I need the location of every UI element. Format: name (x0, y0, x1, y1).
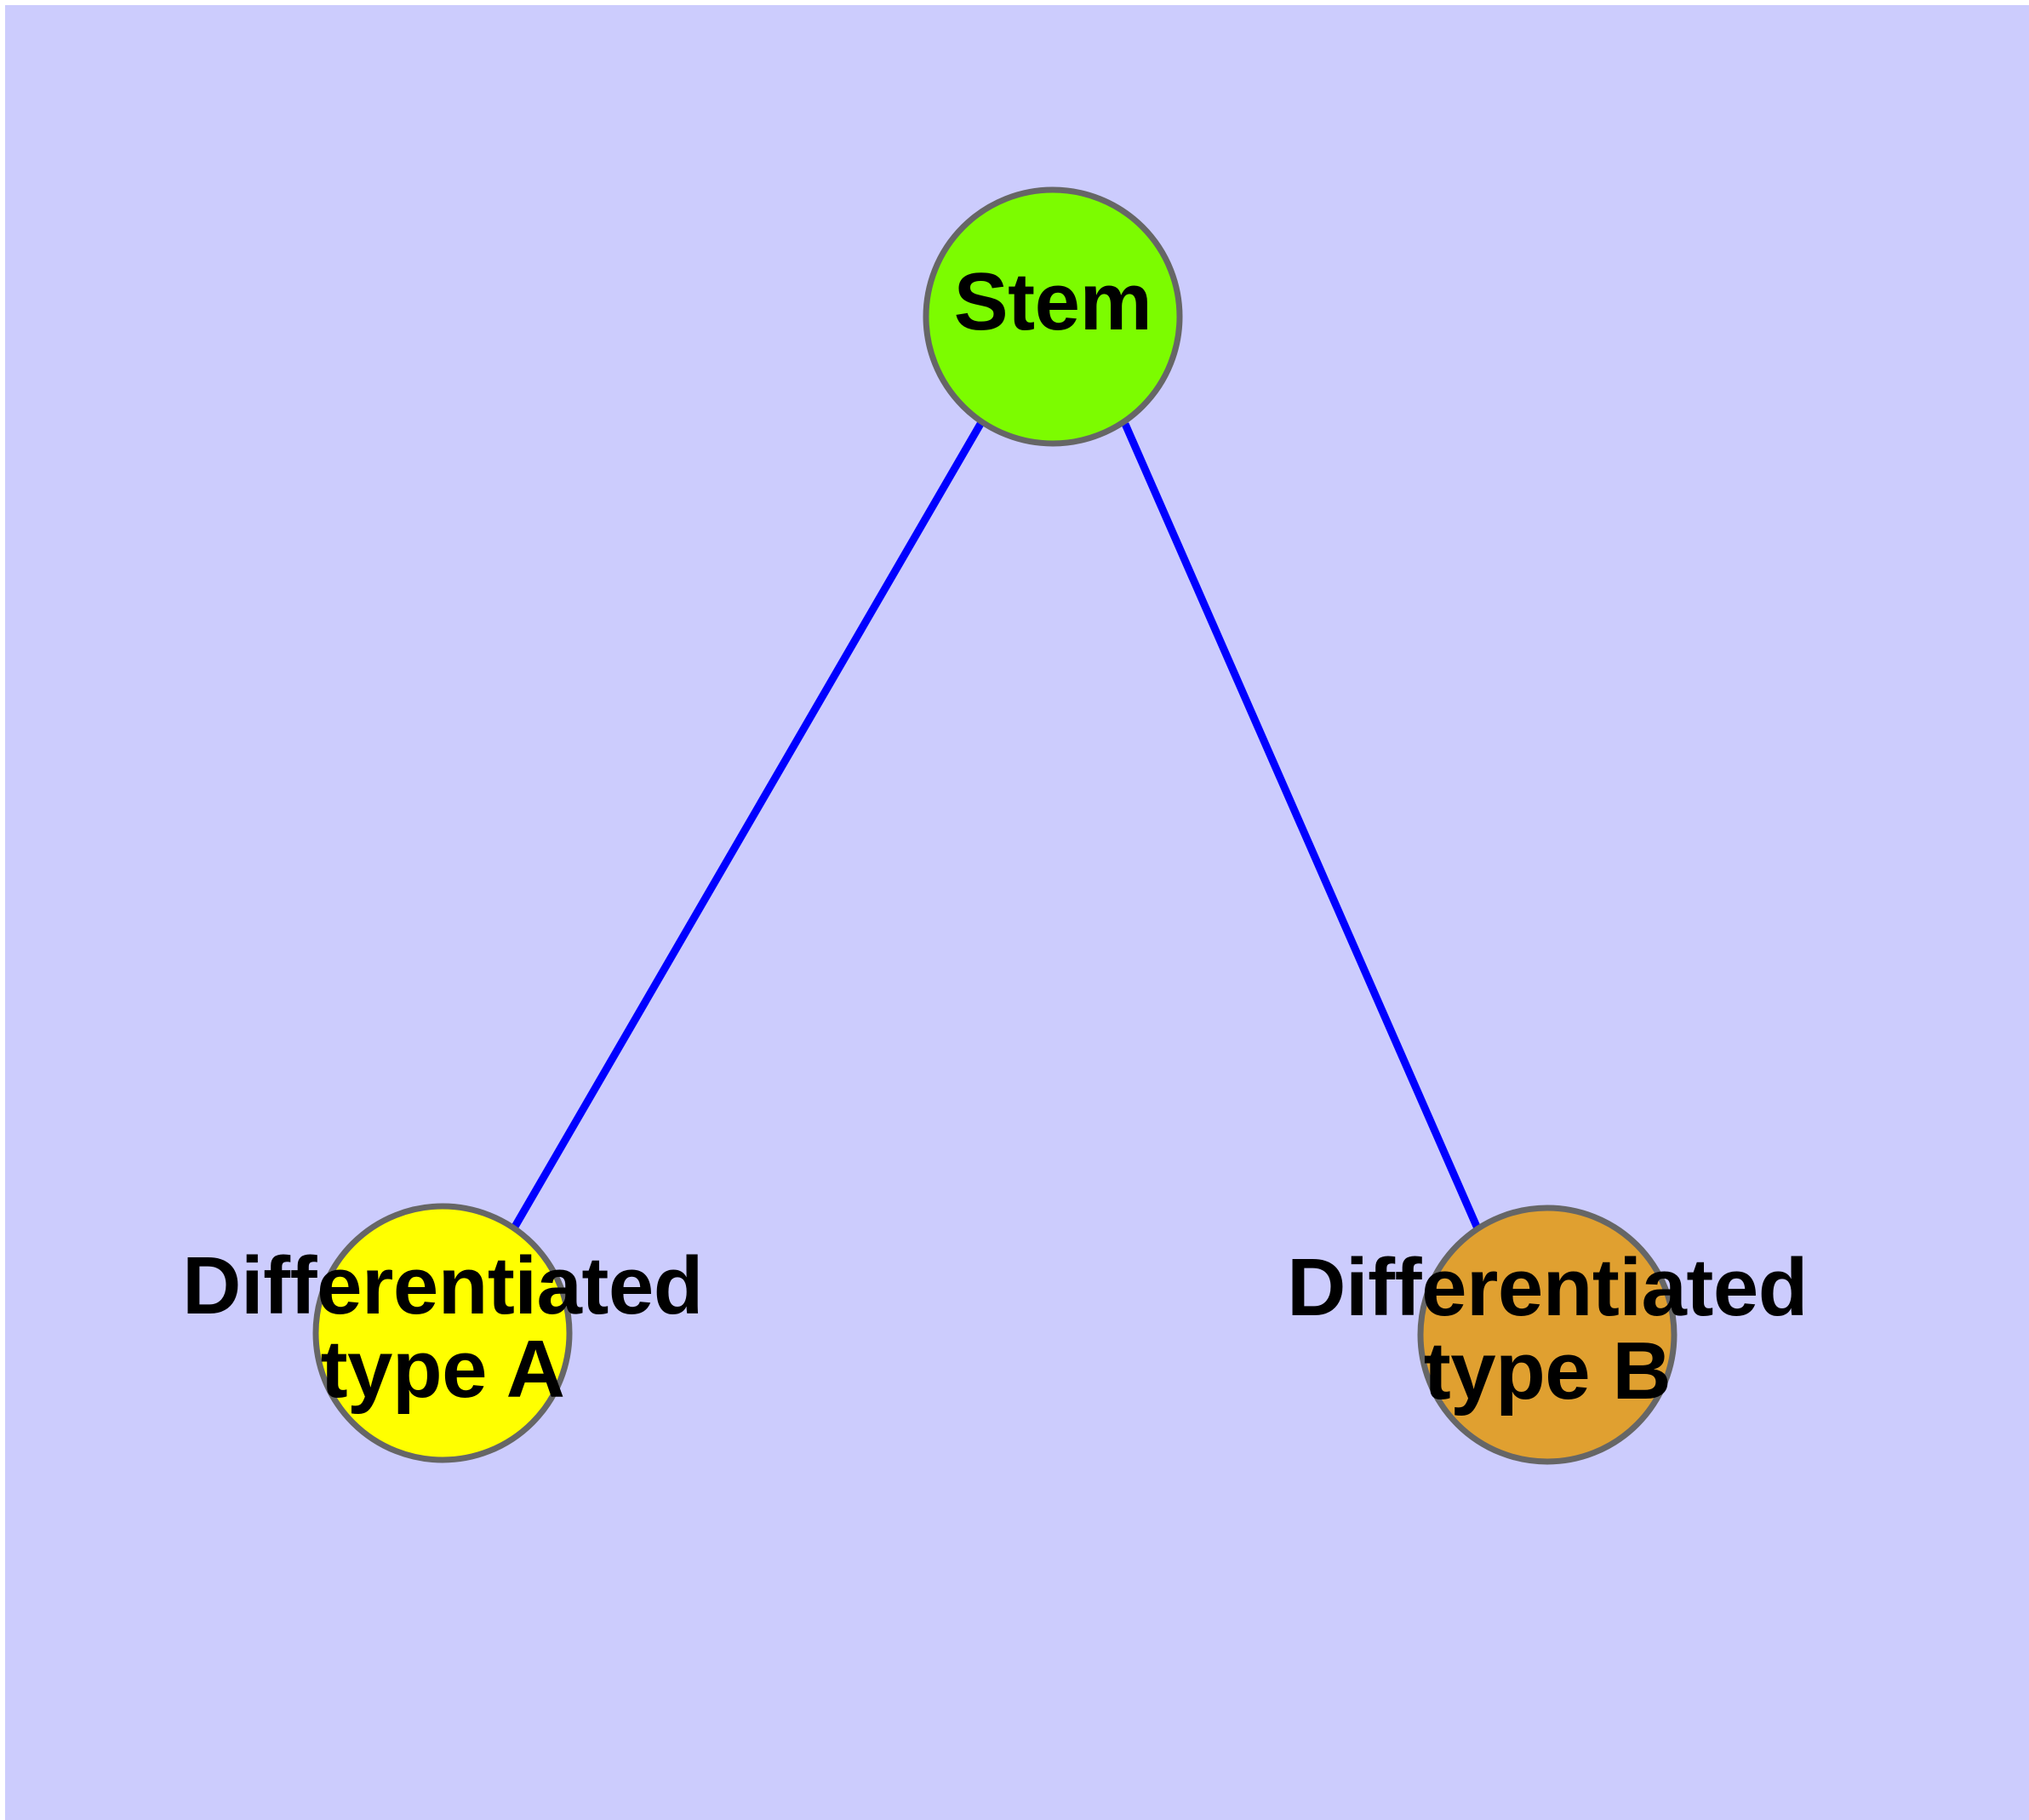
node-stem[interactable] (923, 186, 1183, 447)
edge-stem-to-diff-b[interactable] (1121, 422, 1482, 1230)
edge-stem-to-diff-a[interactable] (512, 421, 984, 1229)
node-diff-a[interactable] (312, 1203, 573, 1463)
node-diff-b[interactable] (1417, 1205, 1677, 1465)
